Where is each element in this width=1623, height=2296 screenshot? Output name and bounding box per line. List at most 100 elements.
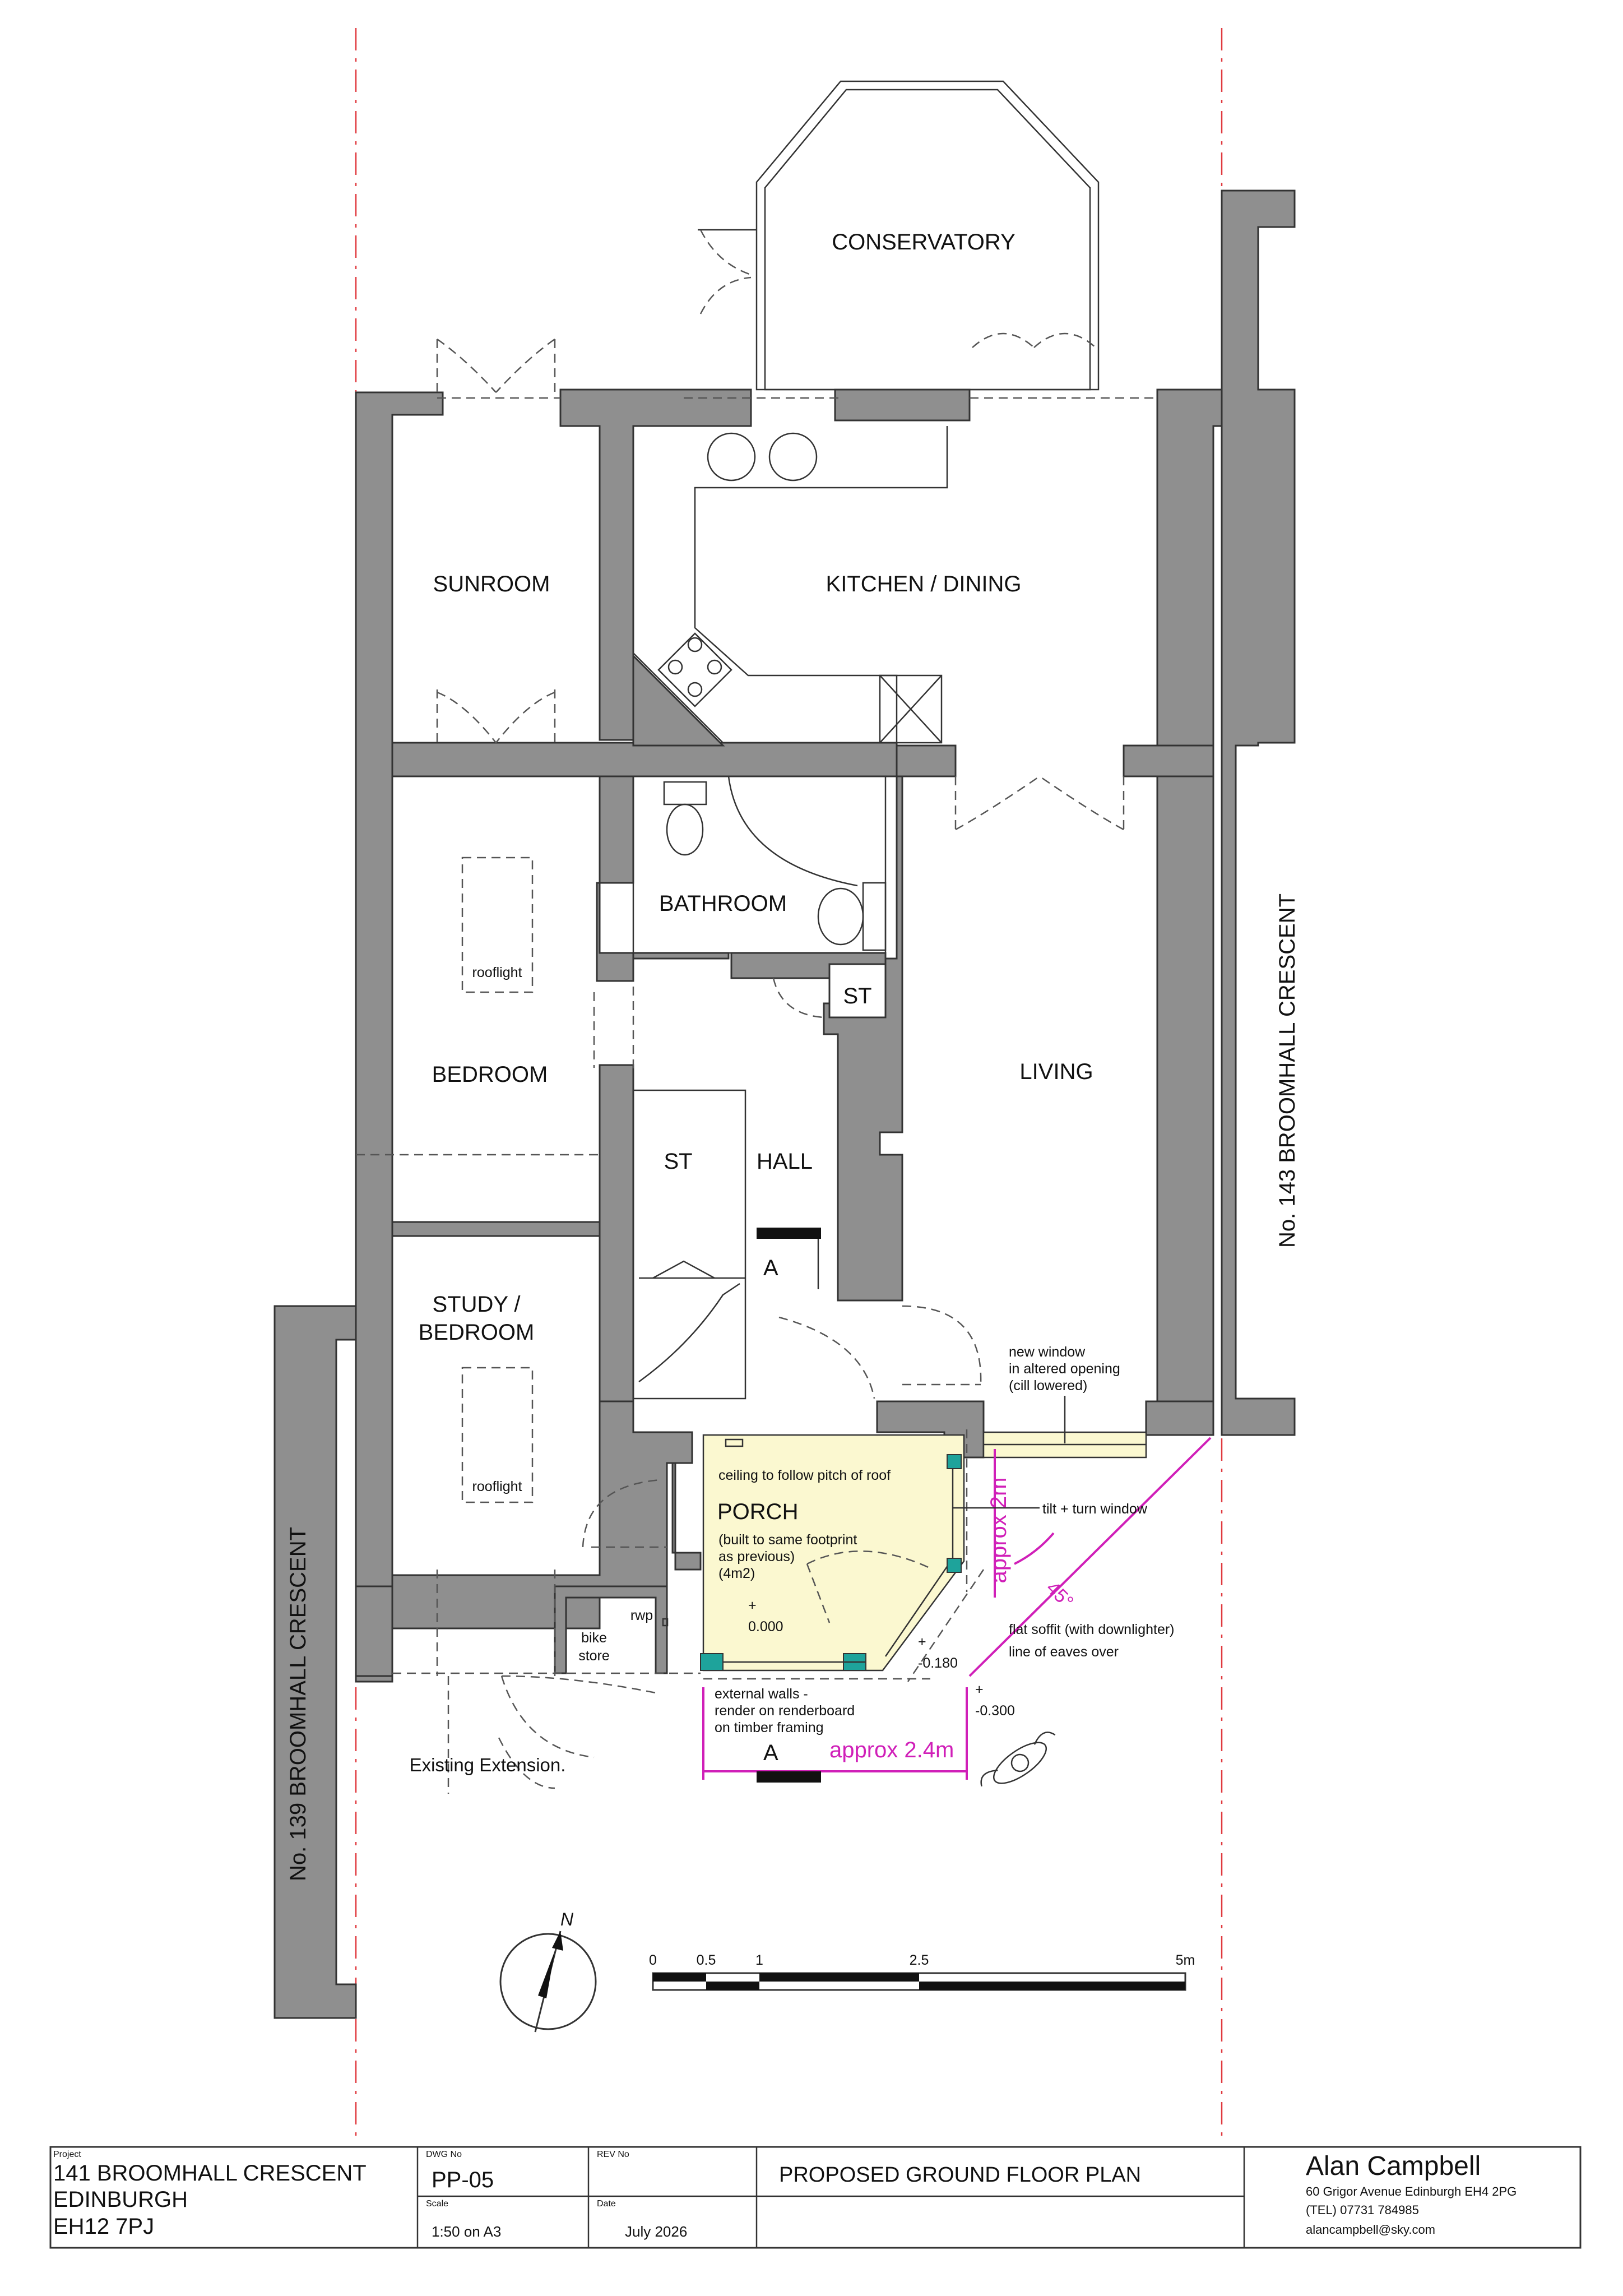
- tb-dwg-label: DWG No: [426, 2150, 462, 2159]
- kitchen-counter: [632, 426, 948, 744]
- street-left: No. 139 BROOMHALL CRESCENT: [286, 1527, 310, 1881]
- bathroom-outline: [632, 775, 887, 954]
- dim-angle-arc: [1014, 1532, 1055, 1565]
- study-door-swing: [582, 1479, 667, 1548]
- label-bedroom: BEDROOM: [432, 1062, 548, 1087]
- label-study-2: BEDROOM: [419, 1320, 535, 1345]
- section-marker-bottom: [757, 1771, 821, 1783]
- wall-st-box: [828, 963, 887, 1019]
- conservatory-outline: [755, 80, 1100, 391]
- note-new-window-3: (cill lowered): [1009, 1378, 1087, 1394]
- label-rooflight-2: rooflight: [472, 1479, 522, 1494]
- scale-label-0-5: 0.5: [697, 1952, 716, 1968]
- note-new-window-1: new window: [1009, 1344, 1086, 1360]
- stair-arrow: [652, 1260, 715, 1279]
- label-hall: HALL: [757, 1149, 813, 1174]
- tb-project-3: EH12 7PJ: [53, 2214, 154, 2239]
- scale-label-2-5: 2.5: [910, 1952, 929, 1968]
- dim-vertical-label: approx 2m: [986, 1478, 1011, 1584]
- living-door-swing: [902, 1305, 982, 1386]
- tb-date: July 2026: [625, 2223, 687, 2240]
- rwp-marker: [662, 1618, 669, 1627]
- tb-project-2: EDINBURGH: [53, 2187, 188, 2212]
- section-label-bottom: A: [763, 1740, 778, 1765]
- note-eaves: line of eaves over: [1009, 1644, 1119, 1660]
- conservatory-front-door-swing: [972, 332, 1096, 348]
- label-conservatory: CONSERVATORY: [832, 230, 1015, 254]
- dim-angle-label: 45°: [1042, 1577, 1077, 1613]
- wall-extension: [355, 1585, 393, 1677]
- note-ceiling: ceiling to follow pitch of roof: [718, 1468, 891, 1483]
- hob-ring-3: [667, 659, 683, 675]
- appliance-cross-2: [879, 675, 942, 743]
- outer-wall-top-right: [1156, 388, 1223, 1402]
- wall-living-left: [823, 775, 903, 1302]
- note-porch-1: (built to same footprint: [718, 1532, 857, 1548]
- porch-ceiling-item: [725, 1438, 744, 1447]
- tb-date-label: Date: [597, 2199, 616, 2209]
- dim-horizontal-label: approx 2.4m: [829, 1738, 954, 1762]
- tb-scale: 1:50 on A3: [432, 2223, 501, 2240]
- porch-area: [702, 1434, 965, 1672]
- porch-post-1: [947, 1454, 962, 1469]
- note-external-2: render on renderboard: [715, 1703, 855, 1719]
- porch-post-2: [947, 1558, 962, 1573]
- hob-ring-4: [687, 682, 703, 697]
- conservatory-side-door-swing: [699, 229, 752, 314]
- label-st-upper: ST: [843, 984, 871, 1008]
- hob-ring-1: [687, 637, 703, 652]
- extension-garden-line: [392, 1672, 701, 1794]
- living-top-doors: [954, 775, 1125, 831]
- rooflight-study: [461, 1367, 534, 1503]
- tb-project-1: 141 BROOMHALL CRESCENT: [53, 2161, 367, 2186]
- sunroom-top-doors: [436, 338, 556, 393]
- wall-bathroom-bottom: [632, 952, 730, 960]
- label-porch: PORCH: [717, 1499, 798, 1524]
- rooflight-bedroom: [461, 857, 534, 993]
- label-rwp: rwp: [630, 1608, 653, 1623]
- label-bathroom: BATHROOM: [659, 891, 787, 916]
- note-soffit: flat soffit (with downlighter): [1009, 1622, 1175, 1637]
- note-porch-2: as previous): [718, 1549, 795, 1564]
- label-kitchen: KITCHEN / DINING: [826, 572, 1022, 596]
- hob-ring-2: [707, 659, 722, 675]
- tb-rev-label: REV No: [597, 2150, 629, 2159]
- level-000: 0.000: [748, 1619, 783, 1635]
- tb-dwg-no: PP-05: [432, 2168, 494, 2192]
- label-bike-2: store: [578, 1648, 610, 1664]
- note-tilt: tilt + turn window: [1042, 1501, 1148, 1517]
- basin-back: [862, 882, 887, 951]
- level-plus-2: +: [918, 1634, 926, 1650]
- note-external-3: on timber framing: [715, 1720, 824, 1735]
- tb-tel: (TEL) 07731 784985: [1306, 2203, 1419, 2217]
- scale-label-5m: 5m: [1176, 1952, 1195, 1968]
- wall-front-right: [1145, 1400, 1214, 1436]
- level-180: -0.180: [918, 1655, 958, 1671]
- street-right: No. 143 BROOMHALL CRESCENT: [1275, 894, 1300, 1248]
- note-external-1: external walls -: [715, 1686, 808, 1702]
- st-door-swing: [772, 978, 824, 1019]
- tb-project-label: Project: [53, 2150, 81, 2159]
- kitchen-appliance: [879, 674, 943, 744]
- scale-label-0: 0: [649, 1952, 657, 1968]
- tb-email: alancampbell@sky.com: [1306, 2223, 1435, 2237]
- porch-eaves-diagonal: [703, 1569, 985, 1682]
- wall-hall-left: [599, 1064, 634, 1402]
- wall-kitchen-living-right: [1123, 744, 1214, 777]
- stair-winder: [638, 1283, 740, 1383]
- wall-kitchen-living: [896, 744, 957, 777]
- label-living: LIVING: [1019, 1059, 1093, 1084]
- note-porch-3: (4m2): [718, 1566, 755, 1581]
- kitchen-sink-left: [707, 432, 756, 482]
- basin-bowl: [817, 887, 864, 946]
- toilet-bowl: [666, 803, 704, 856]
- scale-label-1: 1: [755, 1952, 763, 1968]
- st-room-outline: [632, 1089, 746, 1400]
- kitchen-sink-right: [768, 432, 818, 482]
- note-existing-extension: Existing Extension.: [410, 1755, 566, 1775]
- tb-drawing-title: PROPOSED GROUND FLOOR PLAN: [779, 2163, 1141, 2187]
- wall-kitchen-diagonal: [632, 654, 725, 747]
- outer-wall-left: [355, 391, 444, 1683]
- wall-sunroom-bedroom: [391, 742, 898, 777]
